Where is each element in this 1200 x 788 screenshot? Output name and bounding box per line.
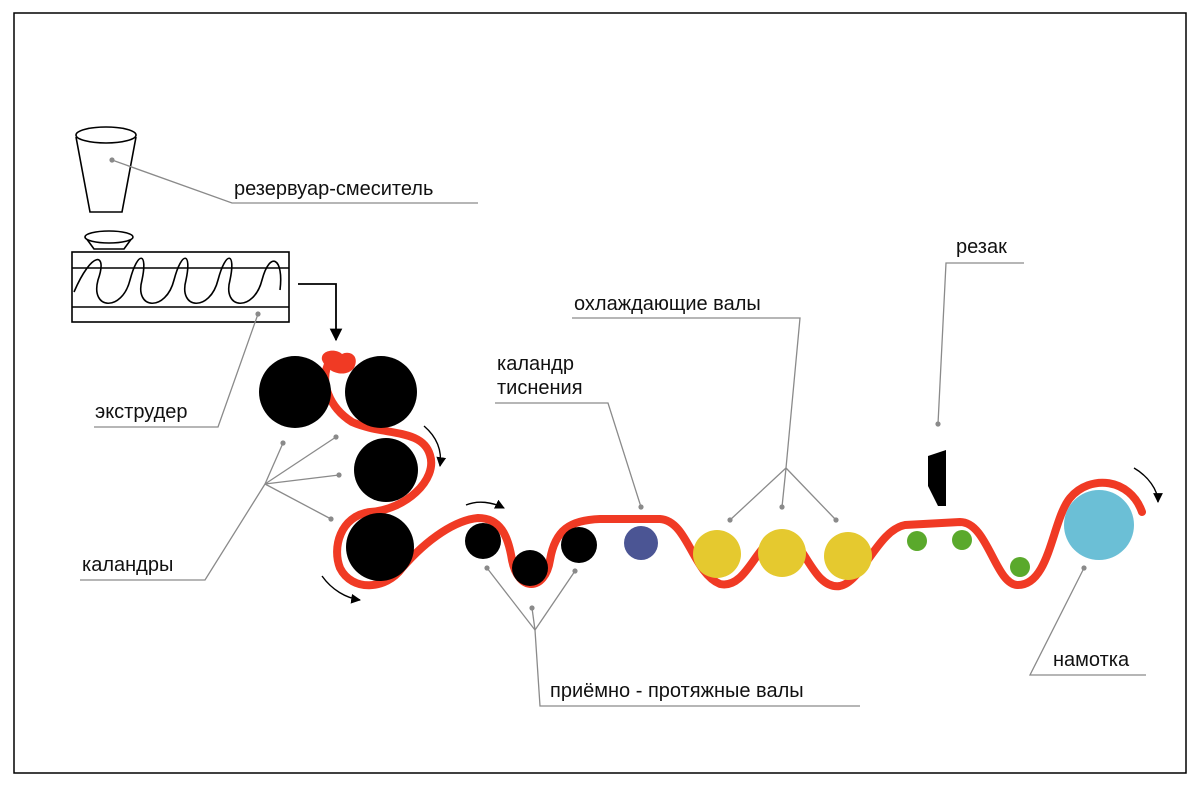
rotation-arrow-calender-right <box>423 425 447 467</box>
rotation-arrows <box>321 425 1163 604</box>
label-mixer: резервуар-смеситель <box>234 178 433 200</box>
guide-rolls <box>907 530 1030 577</box>
film-path <box>321 356 1146 591</box>
embossing-roll <box>624 526 658 560</box>
cooling-roll-3 <box>824 532 872 580</box>
calender-roll-bottom <box>346 513 414 581</box>
pulling-roll-3 <box>561 527 597 563</box>
calender-roll-middle <box>354 438 418 502</box>
label-pulling: приёмно - протяжные валы <box>550 680 804 702</box>
label-calenders: каландры <box>82 554 173 576</box>
label-embossing-line1: каландр <box>497 353 574 375</box>
cooling-rolls <box>693 529 872 580</box>
label-winding: намотка <box>1053 649 1130 671</box>
winding-roll <box>1064 490 1134 560</box>
extruder-output-arrow <box>298 283 343 342</box>
label-cutter: резак <box>956 236 1007 258</box>
mixer-tank <box>75 126 137 213</box>
extruder-screw <box>73 257 282 305</box>
pulling-roll-1 <box>465 523 501 559</box>
rotation-arrow-winding <box>1133 467 1163 503</box>
cutter-blade <box>928 450 946 506</box>
leader-lines <box>80 157 1146 707</box>
extruder <box>71 230 290 323</box>
rotation-arrow-calender-bottom <box>321 575 361 604</box>
label-extruder: экструдер <box>95 401 188 423</box>
guide-roll-3 <box>1010 557 1030 577</box>
guide-roll-1 <box>907 531 927 551</box>
rotation-arrow-pulling <box>465 499 505 509</box>
pulling-roll-2 <box>512 550 548 586</box>
calender-roll-top-right <box>345 356 417 428</box>
film-blob <box>321 350 356 374</box>
calender-roll-top-left <box>259 356 331 428</box>
cooling-roll-2 <box>758 529 806 577</box>
calender-rolls <box>259 356 418 581</box>
label-cooling: охлаждающие валы <box>574 293 761 315</box>
cooling-roll-1 <box>693 530 741 578</box>
pulling-rolls <box>465 523 597 586</box>
diagram-frame <box>13 12 1187 774</box>
label-embossing-line2: тиснения <box>497 377 583 399</box>
guide-roll-2 <box>952 530 972 550</box>
